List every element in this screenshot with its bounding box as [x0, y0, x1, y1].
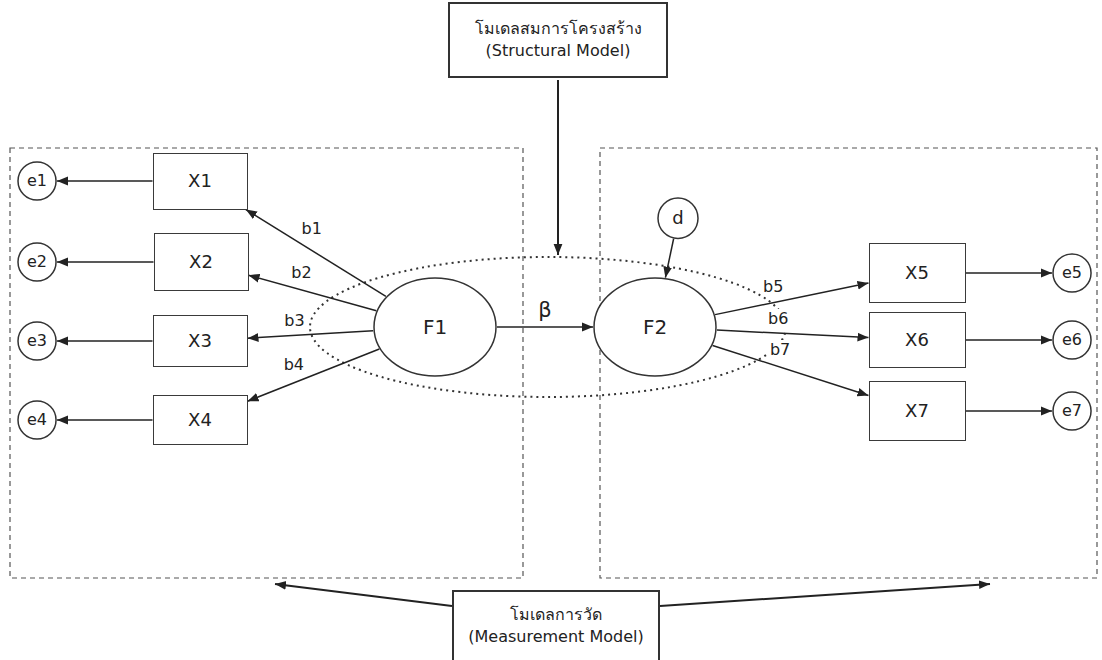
path-coefficient: b6	[766, 309, 790, 328]
node-text: e5	[1062, 262, 1082, 284]
latent-ellipse: F1	[373, 277, 497, 377]
node-text: X3	[188, 329, 212, 353]
error-circle: e2	[17, 242, 57, 282]
ellipse-shape	[18, 162, 56, 200]
path-coefficient: b5	[761, 277, 785, 296]
error-circle: e7	[1052, 391, 1092, 431]
path-arrow	[248, 349, 380, 401]
node-text: F2	[643, 314, 667, 341]
path-arrow	[57, 419, 152, 421]
path-arrow	[717, 330, 869, 338]
ellipse-shape	[18, 322, 56, 360]
path-coefficient: b4	[282, 355, 306, 374]
indicator-box: X1	[153, 153, 248, 210]
path-coefficient: b1	[300, 219, 324, 238]
path-arrow	[57, 261, 153, 263]
ellipse-shape	[1053, 254, 1091, 292]
indicator-box: X7	[869, 381, 966, 441]
path-arrow	[966, 410, 1052, 412]
path-arrow	[966, 272, 1052, 274]
path-coefficient: b3	[282, 311, 306, 330]
node-text: X2	[189, 250, 213, 274]
model-label-box: โมเดลการวัด (Measurement Model)	[452, 590, 660, 660]
path-arrow	[57, 340, 152, 342]
node-text: X4	[188, 408, 212, 432]
path-arrow	[497, 326, 593, 328]
indicator-box: X2	[154, 233, 249, 291]
node-text: โมเดลสมการโครงสร้าง (Structural Model)	[468, 18, 648, 61]
path-coefficient: b7	[768, 340, 792, 359]
ellipse-shape	[658, 198, 698, 238]
path-arrow	[248, 331, 374, 338]
measurement-region	[10, 148, 523, 578]
error-circle: e6	[1052, 320, 1092, 360]
node-text: e4	[27, 409, 47, 431]
model-label-box: โมเดลสมการโครงสร้าง (Structural Model)	[448, 2, 668, 78]
error-circle: e3	[17, 321, 57, 361]
error-circle: e4	[17, 400, 57, 440]
ellipse-shape	[1053, 392, 1091, 430]
node-text: e2	[27, 251, 47, 273]
ellipse-shape	[594, 278, 716, 376]
path-arrow	[246, 210, 386, 297]
node-text: X1	[188, 169, 212, 193]
disturbance-circle: d	[657, 197, 699, 239]
ellipse-shape	[374, 278, 496, 376]
indicator-box: X3	[153, 315, 248, 367]
node-text: โมเดลการวัด (Measurement Model)	[466, 604, 646, 647]
indicator-box: X6	[869, 312, 966, 368]
indicator-box: X5	[869, 243, 966, 303]
structural-region	[310, 257, 786, 397]
node-text: X7	[905, 399, 929, 423]
node-text: X6	[905, 328, 929, 352]
leader-arrow	[660, 584, 990, 606]
leader-arrow	[275, 584, 452, 606]
path-coefficient: β	[536, 298, 553, 323]
latent-ellipse: F2	[593, 277, 717, 377]
node-text: e3	[27, 330, 47, 352]
leader-arrow	[557, 80, 559, 255]
node-text: e6	[1062, 329, 1082, 351]
path-arrow	[966, 339, 1052, 341]
path-coefficient: b2	[289, 263, 313, 282]
ellipse-shape	[1053, 321, 1091, 359]
node-text: e7	[1062, 400, 1082, 422]
node-text: e1	[27, 170, 47, 192]
node-text: F1	[423, 314, 447, 341]
indicator-box: X4	[153, 395, 248, 445]
error-circle: e5	[1052, 253, 1092, 293]
ellipse-shape	[18, 401, 56, 439]
path-arrow	[715, 283, 868, 315]
node-text: d	[672, 206, 683, 230]
node-text: X5	[905, 261, 929, 285]
error-circle: e1	[17, 161, 57, 201]
ellipse-shape	[18, 243, 56, 281]
path-arrow	[665, 239, 673, 278]
path-arrow	[57, 180, 152, 182]
